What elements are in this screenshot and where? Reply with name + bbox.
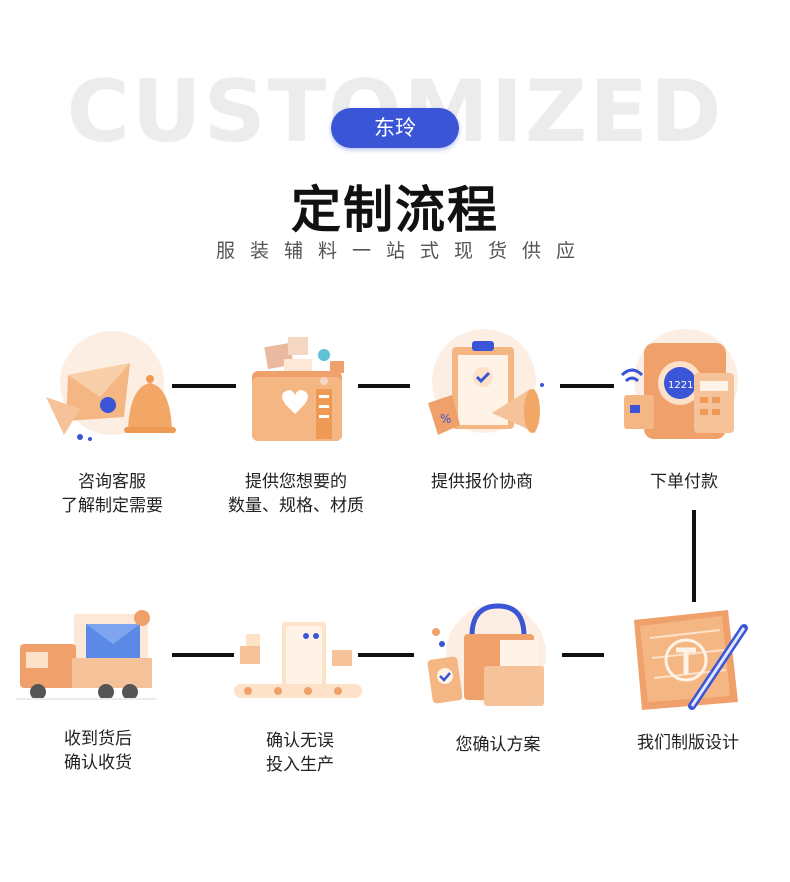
clipboard-megaphone-icon: % xyxy=(412,325,552,445)
step-label-design: 我们制版设计 xyxy=(588,731,788,755)
connector-line xyxy=(172,653,234,657)
svg-text:%: % xyxy=(440,412,451,426)
step-label-line: 您确认方案 xyxy=(455,735,541,755)
step-label-line: 确认无误 xyxy=(266,731,334,751)
conveyor-production-icon xyxy=(226,598,366,718)
page-subtitle: 服装辅料一站式现货供应 xyxy=(215,240,590,262)
brand-badge: 东玲 xyxy=(331,108,459,148)
connector-line xyxy=(560,384,614,388)
connector-line xyxy=(172,384,236,388)
step-label-line: 了解制定需要 xyxy=(61,496,163,516)
step-label-payment: 下单付款 xyxy=(584,470,784,494)
connector-line xyxy=(562,653,604,657)
shopping-bag-check-icon xyxy=(416,596,556,716)
step-label-confirm-plan: 您确认方案 xyxy=(398,733,598,757)
step-label-line: 我们制版设计 xyxy=(637,733,739,753)
step-label-line: 咨询客服 xyxy=(78,472,146,492)
connector-line xyxy=(358,384,410,388)
step-label-line: 确认收货 xyxy=(64,753,132,773)
step-label-line: 提供您想要的 xyxy=(245,472,347,492)
connector-line xyxy=(692,510,696,602)
page-title: 定制流程 xyxy=(291,181,499,239)
svg-text:1221: 1221 xyxy=(668,380,693,391)
step-label-line: 收到货后 xyxy=(64,729,132,749)
pos-payment-icon: 1221 xyxy=(614,325,754,445)
delivery-truck-icon xyxy=(16,598,156,718)
step-label-quote: 提供报价协商 xyxy=(382,470,582,494)
step-label-receive: 收到货后 确认收货 xyxy=(0,727,198,775)
step-label-line: 下单付款 xyxy=(650,472,718,492)
step-label-line: 提供报价协商 xyxy=(431,472,533,492)
step-label-line: 投入生产 xyxy=(266,755,334,775)
step-label-line: 数量、规格、材质 xyxy=(228,496,364,516)
step-label-consult: 咨询客服 了解制定需要 xyxy=(12,470,212,518)
step-label-provide-specs: 提供您想要的 数量、规格、材质 xyxy=(196,470,396,518)
folder-heart-icon xyxy=(226,325,366,445)
connector-line xyxy=(358,653,414,657)
envelope-bell-icon xyxy=(40,325,180,445)
blueprint-pen-icon xyxy=(620,598,760,718)
step-label-production: 确认无误 投入生产 xyxy=(200,729,400,777)
